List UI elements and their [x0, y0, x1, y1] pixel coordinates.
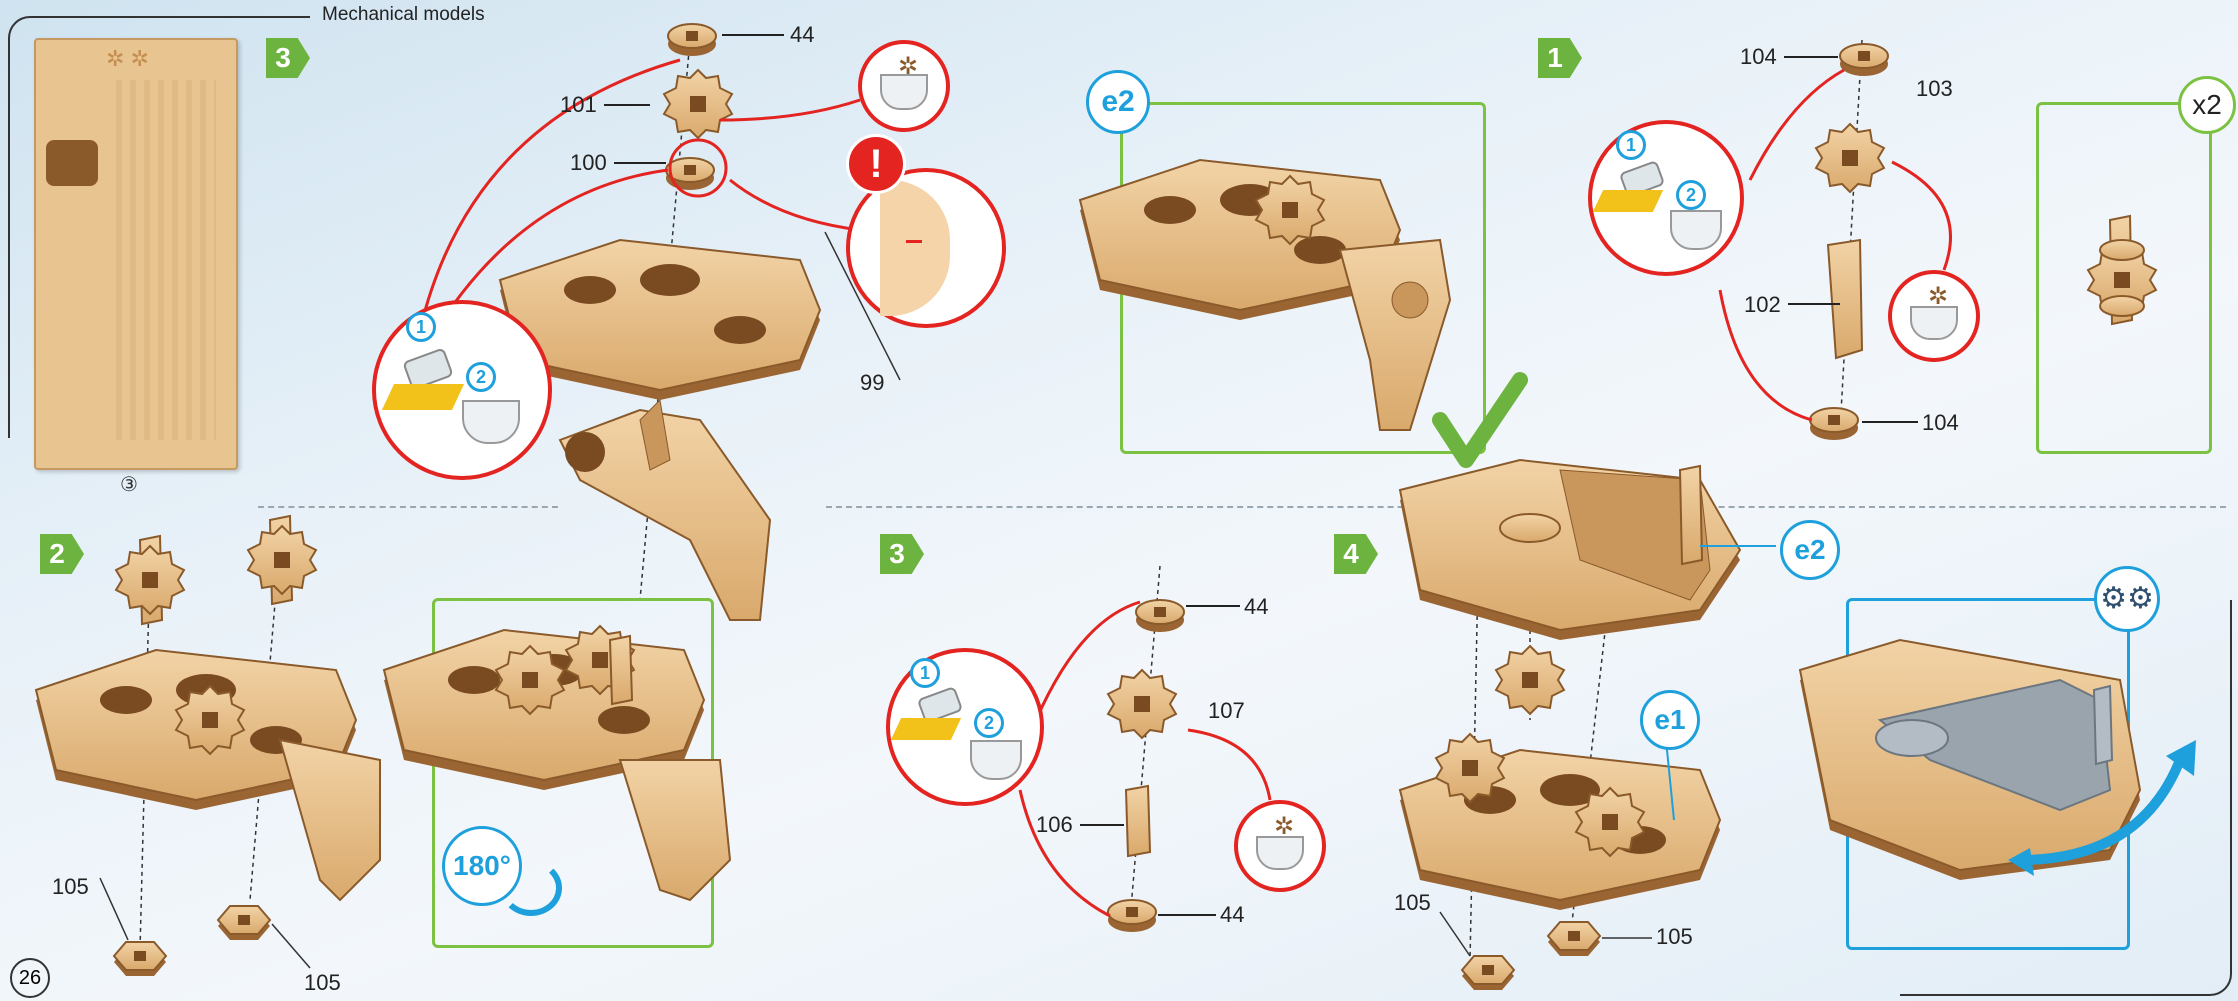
page-frame-corner	[1900, 600, 2232, 996]
